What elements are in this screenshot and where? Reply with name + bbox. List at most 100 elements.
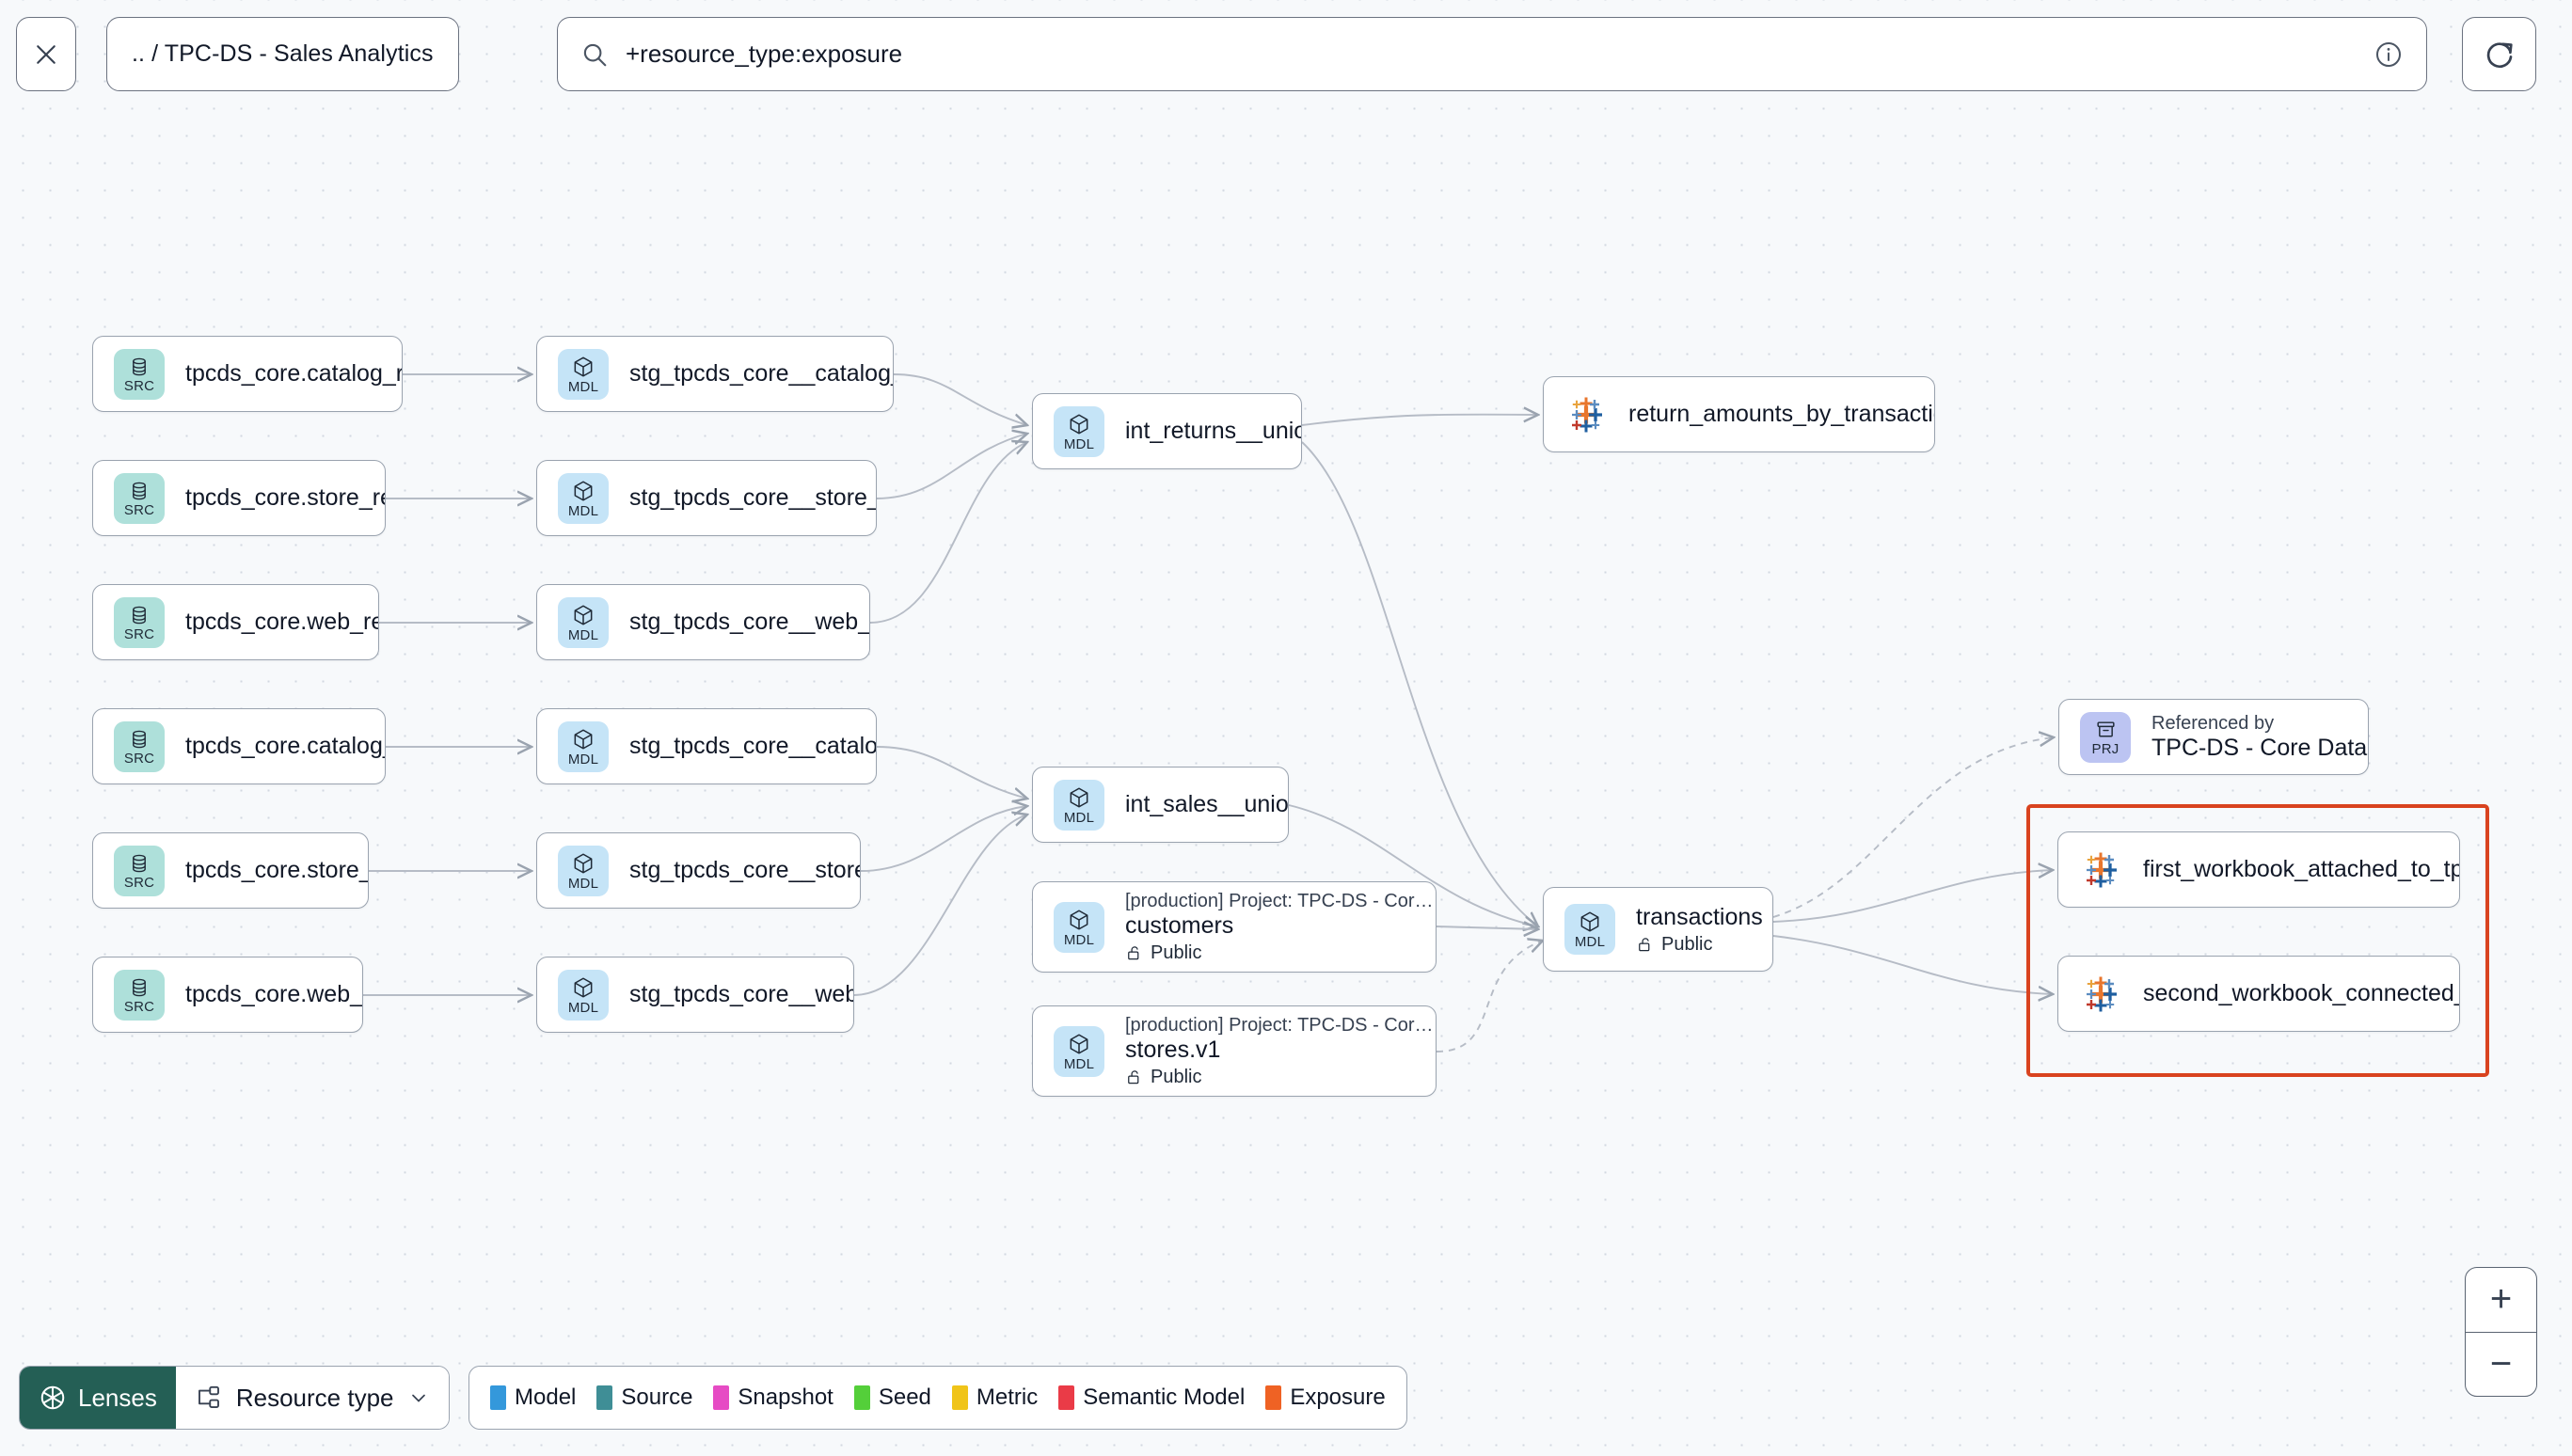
source-badge-label: SRC — [123, 750, 155, 767]
node-title: customers — [1125, 911, 1234, 939]
legend-label: Source — [621, 1385, 693, 1410]
graph-node-mdl-stg-store-returns[interactable]: MDL stg_tpcds_core__store_returns — [536, 460, 877, 536]
model-badge: MDL — [1054, 779, 1104, 831]
database-icon — [133, 978, 146, 996]
node-text: stg_tpcds_core__store_sales — [629, 857, 860, 884]
model-badge-label: MDL — [567, 626, 599, 643]
node-visibility-label: Public — [1151, 1066, 1202, 1087]
legend-item-metric[interactable]: Metric — [951, 1385, 1038, 1411]
legend-swatch — [490, 1385, 506, 1410]
search-input[interactable]: +resource_type:exposure — [626, 40, 903, 68]
chevron-down-icon — [411, 1394, 425, 1402]
search-bar[interactable]: +resource_type:exposure — [557, 17, 2427, 91]
refresh-button[interactable] — [2462, 17, 2536, 91]
source-badge: SRC — [114, 472, 165, 524]
cube-icon — [1070, 786, 1088, 808]
database-icon — [133, 482, 146, 499]
graph-node-src-store-returns[interactable]: SRC tpcds_core.store_returns — [92, 460, 386, 536]
source-badge: SRC — [114, 720, 165, 772]
cube-icon — [574, 728, 593, 750]
legend-swatch — [951, 1385, 968, 1410]
exposure-group-highlight — [2026, 804, 2489, 1077]
resource-type-label: Resource type — [235, 1383, 394, 1412]
close-button[interactable] — [16, 17, 76, 91]
legend-item-snapshot[interactable]: Snapshot — [713, 1385, 834, 1411]
database-icon — [133, 854, 146, 872]
cube-icon — [1580, 911, 1599, 932]
node-title: stg_tpcds_core__catalog_sales — [629, 733, 876, 759]
graph-node-exp-second-workbook[interactable]: second_workbook_connected_to_live… — [2057, 956, 2460, 1032]
graph-node-src-catalog-returns[interactable]: SRC tpcds_core.catalog_returns — [92, 336, 403, 412]
model-badge-label: MDL — [1063, 809, 1095, 826]
node-title: tpcds_core.catalog_sales — [185, 733, 385, 759]
node-visibility-label: Public — [1661, 933, 1713, 955]
node-text: stg_tpcds_core__web_returns — [629, 609, 869, 636]
model-badge-label: MDL — [567, 502, 599, 519]
node-text: [production] Project: TPC-DS - Core Data… — [1125, 1015, 1436, 1088]
graph-node-src-catalog-sales[interactable]: SRC tpcds_core.catalog_sales — [92, 708, 386, 784]
graph-node-mdl-stg-store-sales[interactable]: MDL stg_tpcds_core__store_sales — [536, 832, 861, 909]
graph-node-mdl-stg-web-returns[interactable]: MDL stg_tpcds_core__web_returns — [536, 584, 870, 660]
cube-icon — [574, 852, 593, 874]
source-badge-label: SRC — [123, 377, 155, 394]
breadcrumb[interactable]: .. / TPC-DS - Sales Analytics — [106, 17, 459, 91]
node-title: return_amounts_by_transaction_type — [1628, 401, 1934, 427]
node-subtitle: Referenced by — [2151, 712, 2275, 734]
legend-item-source[interactable]: Source — [596, 1385, 692, 1411]
node-title: stores.v1 — [1125, 1036, 1221, 1063]
node-text: int_returns__unioned — [1125, 418, 1301, 445]
node-text: tpcds_core.catalog_returns — [185, 360, 402, 388]
model-badge: MDL — [1054, 901, 1104, 953]
node-text: stg_tpcds_core__web_sales — [629, 981, 853, 1008]
node-title: int_sales__unioned — [1125, 791, 1288, 817]
model-badge: MDL — [1054, 1025, 1104, 1077]
node-text: stg_tpcds_core__store_returns — [629, 484, 876, 512]
legend-label: Model — [515, 1385, 577, 1410]
legend-item-exposure[interactable]: Exposure — [1265, 1385, 1386, 1411]
lenses-button[interactable]: Lenses — [20, 1367, 176, 1429]
model-badge: MDL — [1564, 904, 1615, 955]
node-text: tpcds_core.store_sales — [185, 857, 368, 884]
legend-item-model[interactable]: Model — [490, 1385, 576, 1411]
source-badge-label: SRC — [123, 501, 155, 518]
model-badge: MDL — [558, 472, 609, 524]
graph-node-exp-first-workbook[interactable]: first_workbook_attached_to_tpc-ds_-_… — [2057, 831, 2460, 908]
cube-icon — [574, 480, 593, 501]
cube-icon — [574, 976, 593, 998]
aperture-icon — [40, 1385, 65, 1410]
info-icon[interactable] — [2374, 40, 2404, 70]
graph-node-mdl-int-sales-unioned[interactable]: MDL int_sales__unioned — [1032, 767, 1289, 843]
legend-item-seed[interactable]: Seed — [853, 1385, 931, 1411]
graph-node-mdl-stores-v1[interactable]: MDL [production] Project: TPC-DS - Core D… — [1032, 1005, 1437, 1097]
graph-node-exp-return-amounts[interactable]: return_amounts_by_transaction_type — [1543, 376, 1935, 452]
resource-type-dropdown[interactable]: Resource type — [175, 1367, 449, 1429]
legend-item-semantic-model[interactable]: Semantic Model — [1058, 1385, 1245, 1411]
project-badge-label: PRJ — [2091, 741, 2120, 757]
model-badge-label: MDL — [1063, 1055, 1095, 1072]
cube-icon — [1070, 909, 1088, 930]
graph-node-mdl-stg-catalog-sales[interactable]: MDL stg_tpcds_core__catalog_sales — [536, 708, 877, 784]
node-text: return_amounts_by_transaction_type — [1628, 401, 1934, 428]
zoom-in-button[interactable]: + — [2466, 1268, 2536, 1333]
model-badge-label: MDL — [567, 875, 599, 892]
source-badge: SRC — [114, 348, 165, 400]
node-title: tpcds_core.store_returns — [185, 484, 385, 511]
tableau-exposure-icon — [2087, 852, 2117, 887]
zoom-out-button[interactable]: − — [2489, 1342, 2513, 1385]
model-badge: MDL — [558, 720, 609, 772]
database-icon — [133, 606, 146, 624]
graph-node-mdl-customers[interactable]: MDL[production] Project: TPC-DS - Core D… — [1032, 881, 1437, 973]
tableau-exposure-icon — [1572, 397, 1602, 432]
node-visibility: Public — [1125, 1067, 1436, 1088]
node-text: stg_tpcds_core__catalog_sales — [629, 733, 876, 760]
node-title: int_returns__unioned — [1125, 418, 1301, 444]
